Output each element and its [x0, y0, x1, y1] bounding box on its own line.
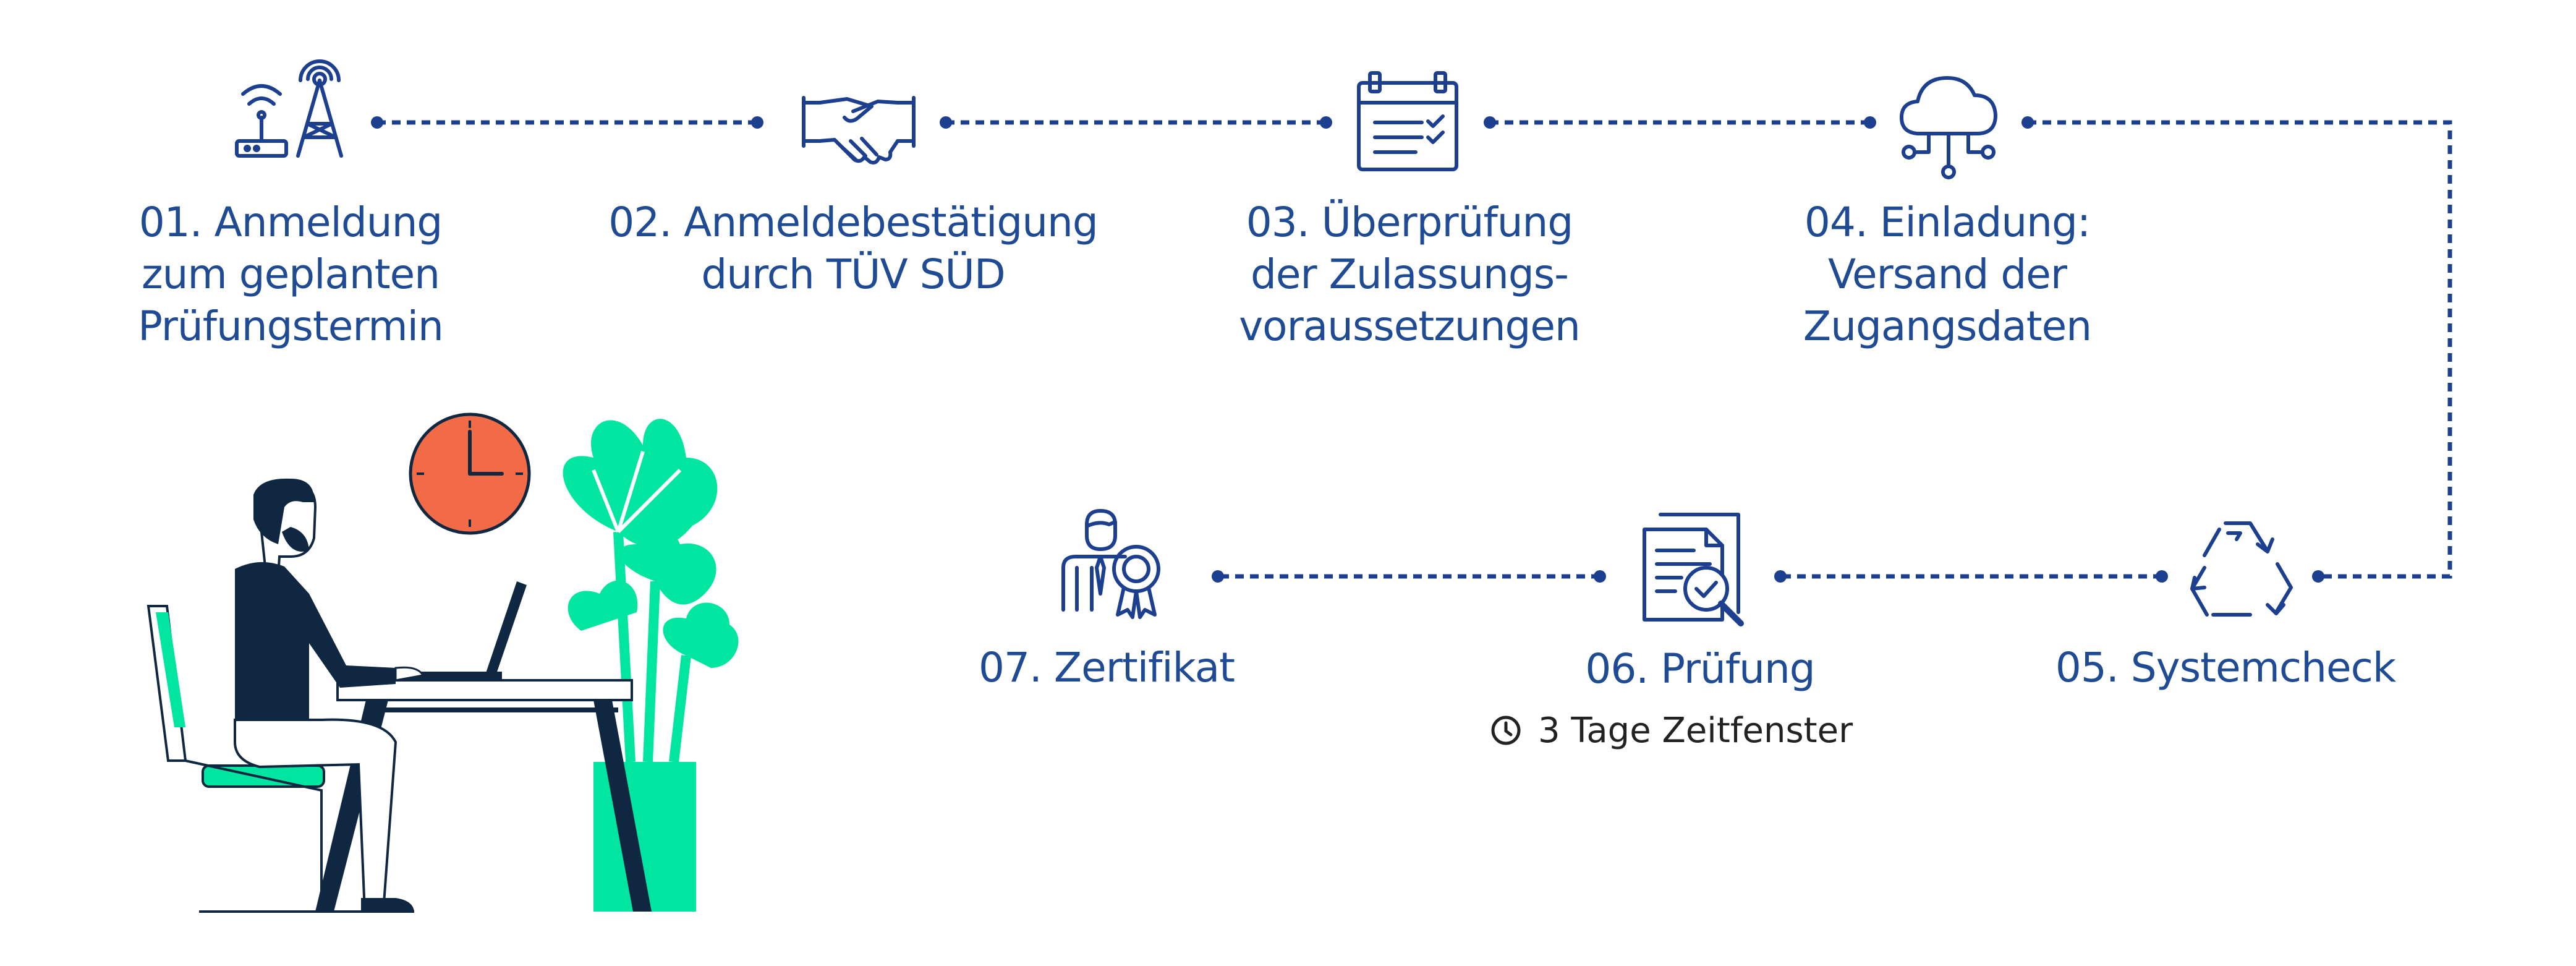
step-label-06: 06. Prüfung — [1508, 643, 1892, 695]
plant-icon — [563, 419, 739, 912]
endpoint — [751, 116, 763, 129]
person — [234, 478, 425, 913]
time-window-text: 3 Tage Zeitfenster — [1538, 710, 1853, 751]
step-label-02: 02. Anmeldebestätigung durch TÜV SÜD — [587, 197, 1119, 301]
person-at-laptop-illustration — [147, 412, 739, 913]
step-04-line-1: 04. Einladung: — [1804, 199, 2091, 246]
connector-endpoints — [371, 116, 2324, 583]
step-03-line-3: voraussetzungen — [1239, 302, 1581, 350]
document-search-icon — [1643, 513, 1744, 626]
step-03-line-2: der Zulassungs- — [1251, 250, 1569, 298]
handshake-icon — [802, 96, 916, 165]
endpoint — [1774, 570, 1787, 583]
calendar-checklist-icon — [1357, 71, 1458, 171]
step-02-line-1: 02. Anmeldebestätigung — [608, 199, 1099, 246]
chair — [147, 605, 414, 913]
endpoint — [2312, 570, 2324, 583]
step-03-line-1: 03. Überprüfung — [1246, 199, 1574, 246]
step-07-line-1: 07. Zertifikat — [978, 644, 1235, 691]
router-antenna-icon — [235, 59, 343, 158]
step-01-line-1: 01. Anmeldung — [138, 199, 443, 246]
connectors — [377, 120, 2452, 579]
endpoint — [1320, 116, 1332, 129]
endpoint — [1594, 570, 1606, 583]
laptop — [372, 581, 527, 680]
step-label-01: 01. Anmeldung zum geplanten Prüfungsterm… — [105, 197, 476, 353]
step-02-line-2: durch TÜV SÜD — [701, 250, 1005, 298]
clock-icon — [1491, 716, 1521, 745]
endpoint — [371, 116, 383, 129]
certificate-person-icon — [1061, 509, 1160, 619]
recycle-icon — [2190, 521, 2293, 617]
step-01-line-2: zum geplanten — [141, 250, 440, 298]
cloud-network-icon — [1900, 76, 1997, 179]
step-label-05: 05. Systemcheck — [2015, 642, 2436, 694]
step-01-line-3: Prüfungstermin — [138, 302, 444, 350]
step-05-line-1: 05. Systemcheck — [2055, 644, 2396, 691]
step-04-line-3: Zugangsdaten — [1803, 302, 2092, 350]
connector-04-05 — [2028, 120, 2452, 579]
endpoint — [1484, 116, 1496, 129]
endpoint — [1864, 116, 1876, 129]
step-label-03: 03. Überprüfung der Zulassungs- vorausse… — [1199, 197, 1620, 353]
time-window-note: 3 Tage Zeitfenster — [1490, 709, 1853, 752]
step-06-line-1: 06. Prüfung — [1585, 645, 1815, 693]
step-label-04: 04. Einladung: Versand der Zugangsdaten — [1762, 197, 2133, 353]
step-label-07: 07. Zertifikat — [915, 642, 1298, 694]
endpoint — [2021, 116, 2034, 129]
endpoint — [1212, 570, 1224, 583]
step-04-line-2: Versand der — [1828, 250, 2067, 298]
wall-clock-icon — [409, 412, 531, 535]
endpoint — [940, 116, 952, 129]
endpoint — [2156, 570, 2168, 583]
